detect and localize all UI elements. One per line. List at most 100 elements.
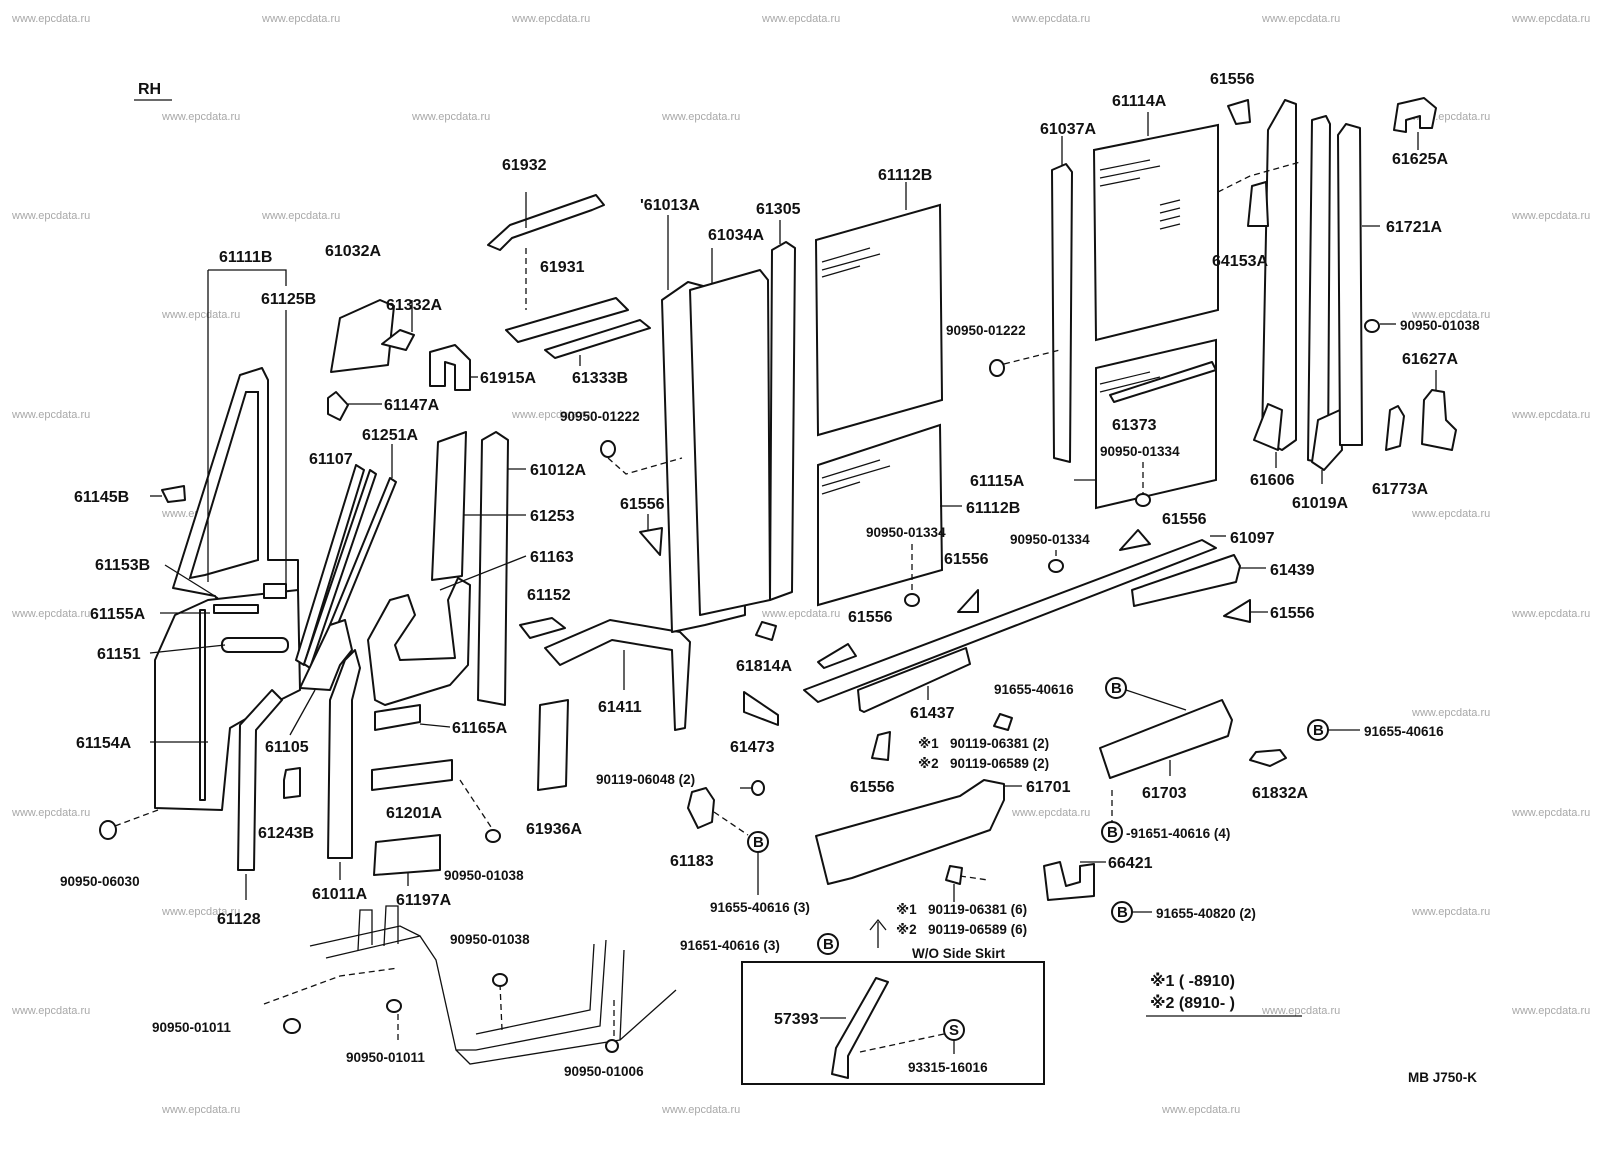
part-label: 61243B bbox=[258, 825, 314, 842]
part-61197A bbox=[373, 834, 441, 876]
fastener-label: 90119-06048 (2) bbox=[596, 772, 695, 787]
part-label: 61411 bbox=[598, 699, 642, 716]
part-61032A bbox=[330, 299, 395, 373]
leader bbox=[1125, 689, 1187, 711]
part-61332A bbox=[381, 329, 415, 351]
watermark: www.epcdata.ru bbox=[11, 608, 90, 620]
part-61152 bbox=[519, 617, 566, 639]
part-61556 bbox=[1223, 599, 1251, 623]
part-61701 bbox=[815, 779, 1005, 885]
clip-90950-01011 bbox=[386, 999, 402, 1013]
part-label: 61032A bbox=[325, 243, 381, 260]
leader bbox=[164, 564, 219, 599]
part-label: 61373 bbox=[1112, 417, 1157, 434]
watermark: www.epcdata.ru bbox=[11, 13, 90, 25]
part-61703 bbox=[1099, 699, 1233, 779]
part-label: 61332A bbox=[386, 297, 442, 314]
part-61439 bbox=[1131, 554, 1241, 607]
glass-shine bbox=[1099, 371, 1151, 385]
dashed-leader bbox=[459, 779, 494, 831]
b-marker-text: B bbox=[1313, 722, 1324, 739]
watermark: www.epcdata.ru bbox=[1261, 13, 1340, 25]
fastener-label: 91655-40616 (3) bbox=[710, 900, 810, 915]
door-window-glass bbox=[188, 391, 259, 580]
fastener-label: 91655-40616 bbox=[1364, 724, 1444, 739]
clip-90950-01038 bbox=[1364, 319, 1380, 333]
part-61097 bbox=[803, 539, 1217, 703]
part-label: 61153B bbox=[95, 557, 150, 574]
fastener-label: 90950-01038 bbox=[1400, 318, 1480, 333]
legend-line-1: ※1 ( -8910) bbox=[1150, 972, 1235, 990]
part-label: 61112B bbox=[966, 500, 1020, 517]
part-61556 bbox=[1119, 529, 1151, 551]
floor-line bbox=[456, 939, 607, 1051]
watermark: www.epcdata.ru bbox=[11, 807, 90, 819]
part-61145B bbox=[161, 485, 186, 503]
watermark: www.epcdata.ru bbox=[1511, 13, 1590, 25]
dashed-leader bbox=[959, 875, 989, 881]
part-61107-strip bbox=[295, 464, 365, 666]
fastener-label: 90119-06589 (2) bbox=[950, 756, 1049, 771]
part-label: 64153A bbox=[1212, 253, 1268, 270]
b-marker-text: B bbox=[753, 834, 764, 851]
part-label: 61011A bbox=[312, 886, 368, 903]
part-label: 61097 bbox=[1230, 530, 1275, 547]
part-label: 61333B bbox=[572, 370, 628, 387]
floor-line bbox=[475, 943, 595, 1035]
glass-shine bbox=[821, 459, 881, 479]
part-61932 bbox=[487, 194, 605, 251]
b-marker-text: B bbox=[1111, 680, 1122, 697]
part-64153A bbox=[1247, 181, 1269, 227]
glass-shine bbox=[821, 265, 861, 278]
dashed-leader bbox=[263, 967, 399, 1005]
part-label: 61437 bbox=[910, 705, 955, 722]
watermark: www.epcdata.ru bbox=[661, 1104, 740, 1116]
part-label: 61627A bbox=[1402, 351, 1458, 368]
part-61163 bbox=[367, 577, 471, 706]
part-label: 61145B bbox=[74, 489, 129, 506]
part-61011A bbox=[327, 649, 361, 859]
door-lock-plate bbox=[213, 604, 259, 614]
floor-line bbox=[309, 925, 421, 947]
b-marker-text: B bbox=[1117, 904, 1128, 921]
part-label: 61703 bbox=[1142, 785, 1187, 802]
part-61165A bbox=[374, 704, 421, 731]
note-marker: ※1 bbox=[896, 902, 917, 917]
part-label: 61019A bbox=[1292, 495, 1348, 512]
leader-61111B-top bbox=[208, 269, 287, 286]
watermark: www.epcdata.ru bbox=[11, 1005, 90, 1017]
part-61253 bbox=[431, 431, 467, 581]
dashed-leader bbox=[499, 983, 503, 1031]
part-label: 61936A bbox=[526, 821, 582, 838]
part-label: 61439 bbox=[1270, 562, 1315, 579]
vent-slot bbox=[1159, 207, 1181, 214]
leader bbox=[289, 689, 316, 736]
glass-shine bbox=[1099, 376, 1161, 393]
part-label: 61012A bbox=[530, 462, 586, 479]
part-61305 bbox=[769, 241, 796, 601]
part-61931 bbox=[505, 297, 629, 343]
arrow-up-icon bbox=[869, 918, 887, 948]
part-61625A bbox=[1393, 97, 1437, 133]
part-label: 61473 bbox=[730, 739, 775, 756]
part-61556 bbox=[817, 643, 857, 669]
clip-90950-01222 bbox=[600, 440, 616, 458]
fastener-label: 91651-40616 (3) bbox=[680, 938, 780, 953]
part-61437 bbox=[857, 647, 971, 713]
floor-post bbox=[383, 905, 399, 947]
glass-shine bbox=[821, 465, 891, 487]
part-label: 61105 bbox=[265, 739, 309, 756]
watermark: www.epcdata.ru bbox=[511, 409, 590, 421]
part-label: 61107 bbox=[309, 451, 353, 468]
part-61107-strip2 bbox=[303, 469, 377, 669]
part-61832A bbox=[1249, 749, 1287, 767]
watermark: www.epcdata.ru bbox=[1411, 508, 1490, 520]
part-61128 bbox=[237, 689, 283, 871]
floor-post bbox=[357, 909, 373, 951]
leader bbox=[439, 555, 527, 591]
dashed-leader bbox=[1003, 349, 1061, 365]
part-61556 bbox=[1227, 99, 1251, 125]
watermark: www.epcdata.ru bbox=[261, 13, 340, 25]
part-label: 61915A bbox=[480, 370, 536, 387]
